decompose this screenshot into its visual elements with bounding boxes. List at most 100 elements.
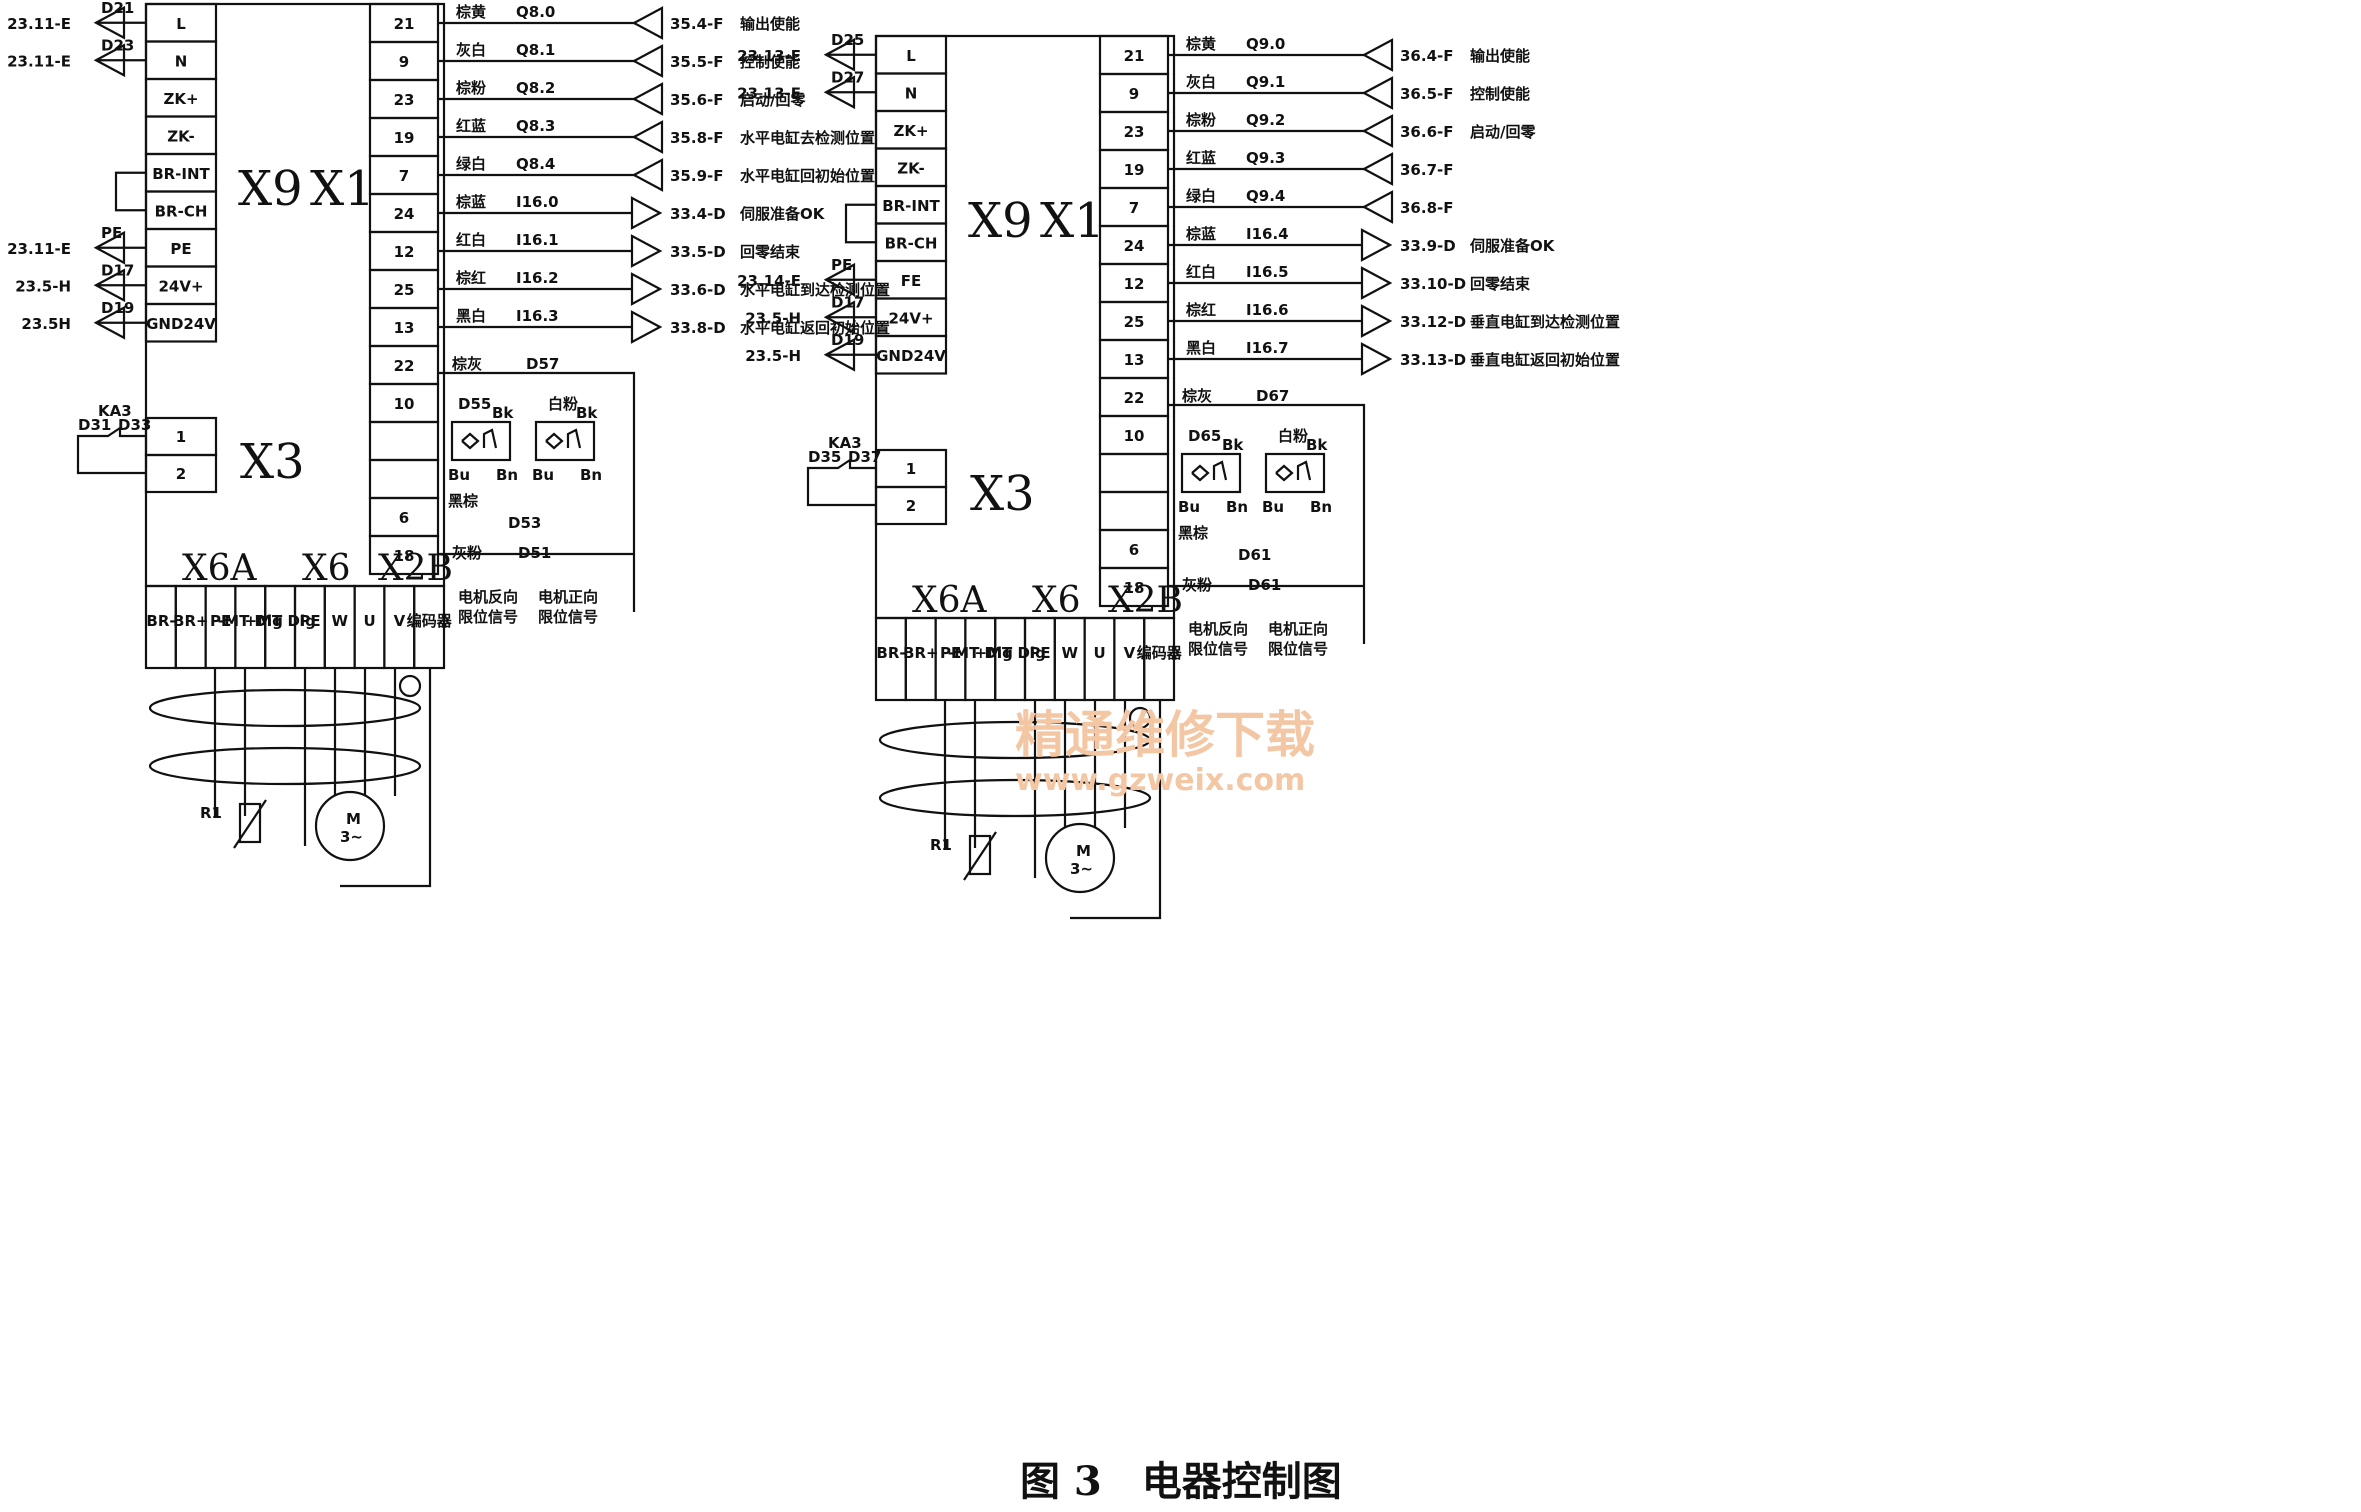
sensor-symbol-icon xyxy=(461,432,480,450)
cross-reference: 23.5H xyxy=(21,315,71,333)
x9-pin-label: GND24V xyxy=(876,347,946,365)
right-drive-panel: LNZK+ZK-BR-INTBR-CHFE24V+GND24VD2523.13-… xyxy=(737,31,1620,920)
cross-reference: 33.5-D xyxy=(670,243,726,261)
wire-color-label: 棕灰 xyxy=(452,355,482,373)
cross-reference: 23.5-H xyxy=(745,347,801,365)
x6-pin-label: PE xyxy=(299,612,320,630)
connector-arrow-icon xyxy=(93,43,126,78)
x1-terminal xyxy=(1098,452,1170,494)
wire-color-label: 棕粉 xyxy=(456,79,486,97)
connector-arrow-icon xyxy=(93,5,126,40)
wire-color-label: Bk xyxy=(1306,436,1328,454)
wire-color-label: 棕红 xyxy=(456,269,486,287)
cross-reference: 23.11-E xyxy=(7,52,71,70)
wire-tag: D17 xyxy=(101,261,134,279)
x3-block-label: X3 xyxy=(240,434,305,490)
x1-pin-label: 21 xyxy=(1124,47,1145,65)
limit-label: 限位信号 xyxy=(1268,640,1328,658)
x9-block-label: X9 xyxy=(968,193,1033,249)
output-arrow-icon xyxy=(1361,152,1394,186)
wire-tag: D35 xyxy=(808,448,841,466)
encoder-wire xyxy=(340,668,432,888)
wire-color-label: Bu xyxy=(448,466,470,484)
sensor-contact-icon xyxy=(482,428,498,449)
sensor-contact-icon xyxy=(1296,460,1312,481)
io-address: Q8.4 xyxy=(516,155,555,173)
x9-pin-label: 24V+ xyxy=(158,277,203,295)
wire-tag: D55 xyxy=(458,395,491,413)
motor-icon xyxy=(314,790,386,862)
signal-description: 启动/回零 xyxy=(740,91,806,109)
wire-tag: PE xyxy=(831,256,852,274)
x1-block-label: X1 xyxy=(310,161,375,217)
x1-terminal xyxy=(1098,490,1170,532)
x9-pin-label: ZK+ xyxy=(163,90,198,108)
x1-pin-label: 24 xyxy=(1124,237,1145,255)
io-address: I16.7 xyxy=(1246,339,1289,357)
input-arrow-icon xyxy=(630,234,663,268)
resistor-label: R1 xyxy=(200,804,222,822)
io-address: I16.4 xyxy=(1246,225,1289,243)
io-address: Q8.0 xyxy=(516,3,555,21)
cross-reference: 23.5-H xyxy=(745,309,801,327)
wire-color-label: 灰白 xyxy=(1186,73,1216,91)
wire-color-label: 白粉 xyxy=(1278,427,1308,445)
x1-pin-label: 7 xyxy=(399,167,409,185)
wire-color-label: Bu xyxy=(1178,498,1200,516)
motor-sub-label: 3~ xyxy=(1070,860,1093,878)
wire-color-label: Bk xyxy=(1222,436,1244,454)
limit-label: 电机正向 xyxy=(538,588,598,606)
io-address: I16.3 xyxy=(516,307,559,325)
x6-pin-label: +MT Dig xyxy=(245,612,316,630)
wire-tag: D21 xyxy=(101,0,134,17)
limit-label: 电机正向 xyxy=(1268,620,1328,638)
output-arrow-icon xyxy=(631,82,664,116)
io-address: Q8.3 xyxy=(516,117,555,135)
wire-color-label: 红蓝 xyxy=(456,117,486,135)
signal-description: 伺服准备OK xyxy=(1469,237,1556,255)
output-arrow-icon xyxy=(631,6,664,40)
cable-shield-icon xyxy=(878,720,1152,760)
motor-icon xyxy=(1044,822,1116,894)
sensor-supply-wire xyxy=(438,371,636,612)
wire-color-label: 棕灰 xyxy=(1182,387,1212,405)
motor-sub-label: 3~ xyxy=(340,828,363,846)
input-arrow-icon xyxy=(630,196,663,230)
wire-tag: PE xyxy=(101,224,122,242)
proximity-sensor-icon xyxy=(1264,452,1326,494)
wire-color-label: 棕蓝 xyxy=(456,193,486,211)
signal-description: 输出使能 xyxy=(740,15,800,33)
wire-color-label: Bu xyxy=(532,466,554,484)
proximity-sensor-icon xyxy=(534,420,596,462)
wire-color-label: Bn xyxy=(1310,498,1332,516)
cross-reference: 36.8-F xyxy=(1400,199,1453,217)
x3-pin-label: 1 xyxy=(906,460,916,478)
x6-label: X6 xyxy=(302,548,351,589)
wire-color-label: Bn xyxy=(496,466,518,484)
wire-tag: D25 xyxy=(831,31,864,49)
x6-pin-label: +MT Dig xyxy=(975,644,1046,662)
connector-arrow-icon xyxy=(823,75,856,110)
wire-color-label: Bn xyxy=(580,466,602,484)
x6a-label: X6A xyxy=(182,548,258,589)
x1-pin-label: 21 xyxy=(394,15,415,33)
x6-pin-label: BR+ xyxy=(173,612,209,630)
resistor-arrow-icon xyxy=(233,799,267,849)
wire-color-label: 黑棕 xyxy=(1178,524,1208,542)
limit-label: 限位信号 xyxy=(1188,640,1248,658)
wire-color-label: 黑棕 xyxy=(448,492,478,510)
cross-reference: 33.12-D xyxy=(1400,313,1466,331)
x9-pin-label: GND24V xyxy=(146,315,216,333)
output-arrow-icon xyxy=(631,44,664,78)
resistor-icon xyxy=(968,834,992,876)
x9-block-label: X9 xyxy=(238,161,303,217)
wire-color-label: Bk xyxy=(576,404,598,422)
input-arrow-icon xyxy=(630,310,663,344)
motor-label: M xyxy=(346,810,361,828)
output-arrow-icon xyxy=(1361,76,1394,110)
br-bridge-wire xyxy=(114,171,146,212)
x1-pin-label: 13 xyxy=(1124,351,1145,369)
wire-color-label: Bn xyxy=(1226,498,1248,516)
x9-pin-label: 24V+ xyxy=(888,309,933,327)
cross-reference: 23.14-E xyxy=(737,272,801,290)
